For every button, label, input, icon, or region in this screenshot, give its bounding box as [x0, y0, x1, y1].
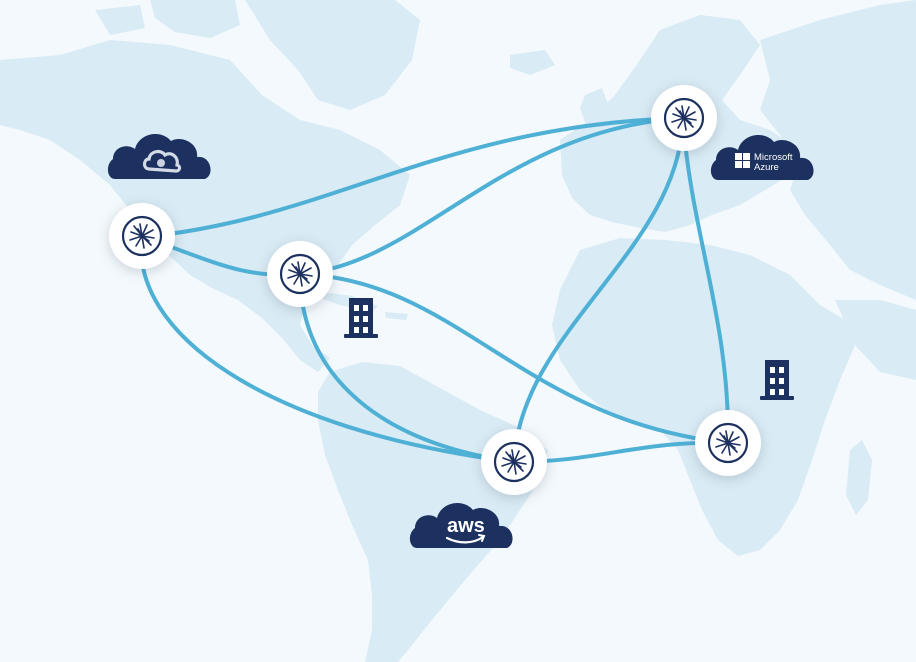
building-americas	[344, 298, 378, 338]
building-icon	[760, 360, 794, 400]
node-west-north-america	[109, 203, 175, 269]
building-africa	[760, 360, 794, 400]
network-links	[139, 116, 731, 464]
node-europe	[651, 85, 717, 151]
starburst-icon	[493, 441, 535, 483]
amazon-smile-icon	[445, 535, 485, 544]
azure-label-line2: Azure	[754, 162, 779, 173]
azure-label-line1: Microsoft	[754, 152, 793, 163]
starburst-icon	[121, 215, 163, 257]
google-cloud	[107, 134, 211, 179]
node-east-north-america	[267, 241, 333, 307]
starburst-icon	[663, 97, 705, 139]
starburst-icon	[279, 253, 321, 295]
starburst-icon	[707, 422, 749, 464]
google-cloud-icon	[142, 149, 182, 173]
building-icon	[344, 298, 378, 338]
node-africa	[695, 410, 761, 476]
aws-label: aws	[447, 515, 485, 537]
node-south-america	[481, 429, 547, 495]
aws-cloud: aws	[409, 503, 513, 548]
windows-logo-icon	[735, 153, 750, 168]
azure-cloud: Microsoft Azure	[710, 135, 814, 180]
